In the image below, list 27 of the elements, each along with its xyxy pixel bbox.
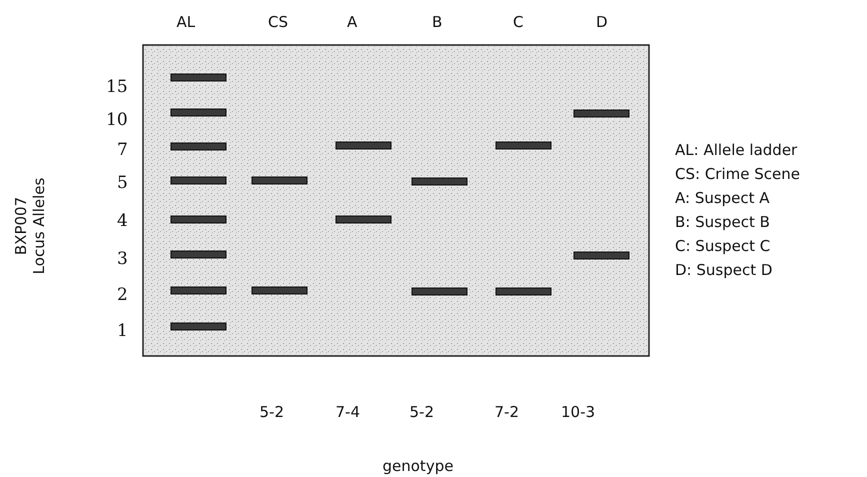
genotype-value: 7-2 — [494, 403, 519, 421]
key-entry: C: Suspect C — [675, 237, 770, 255]
allele-number: 2 — [117, 286, 128, 304]
axis-title: genotype — [382, 457, 454, 475]
key-entry: A: Suspect A — [675, 189, 770, 207]
allele-number: 3 — [117, 250, 128, 268]
genotype-value: 7-4 — [336, 403, 360, 421]
key-entry: CS: Crime Scene — [675, 165, 800, 183]
lane-label: D — [596, 13, 608, 31]
key-entry: AL: Allele ladder — [675, 141, 798, 159]
lane-label: CS — [268, 13, 288, 31]
lane-label: B — [432, 13, 442, 31]
genotype-value: 5-2 — [410, 403, 434, 421]
genotype-value: 10-3 — [561, 403, 596, 421]
lane-label: C — [513, 13, 524, 31]
allele-number: 4 — [117, 212, 128, 230]
lane-label: A — [347, 13, 358, 31]
key-entry: B: Suspect B — [675, 213, 770, 231]
allele-number: 7 — [117, 141, 128, 159]
axis-title: BXP007 Locus Alleles — [12, 176, 48, 276]
key-entry: D: Suspect D — [675, 261, 772, 279]
genotype-value: 5-2 — [260, 403, 284, 421]
allele-number: 1 — [117, 322, 128, 340]
allele-number: 10 — [106, 111, 128, 129]
allele-number: 15 — [106, 78, 128, 96]
lane-label: AL — [176, 13, 196, 31]
allele-number: 5 — [117, 174, 128, 192]
